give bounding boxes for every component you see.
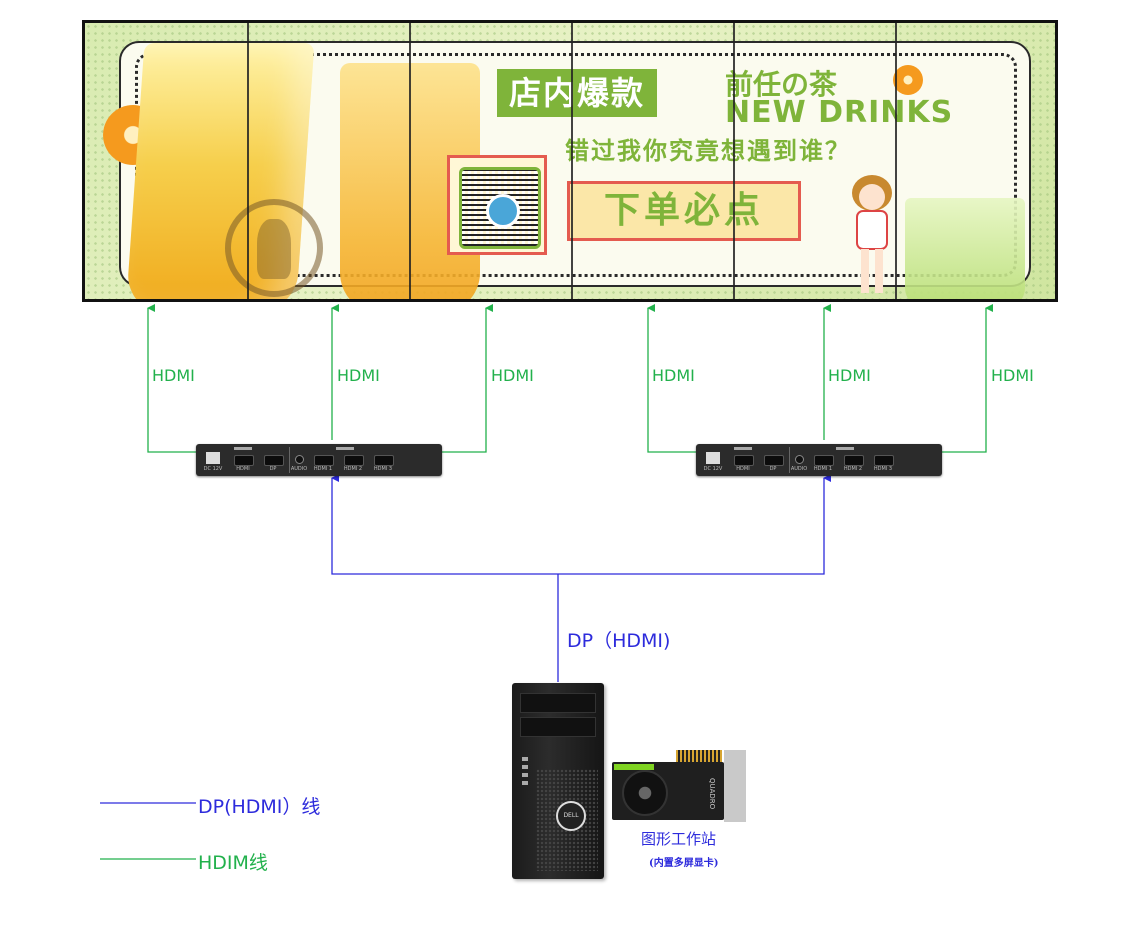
port-label: HDMI 1 [313,466,333,472]
hdmi-cable [440,304,493,453]
headline: NEW DRINKS [725,95,954,130]
drive-bay [520,717,596,737]
input-group-marker [734,447,752,450]
dp-label: DP（HDMI) [567,630,671,652]
port-label: DC 12V [203,466,223,472]
hdmi-input-port [234,455,254,466]
brand-title: 前任の茶 [725,68,838,101]
port-label: AUDIO [290,466,308,472]
port-label: DP [769,466,777,472]
panel-separator [289,447,290,473]
port-label: HDMI 3 [373,466,393,472]
hdmi-label: HDMI [991,366,1034,385]
drive-bay [520,693,596,713]
port-label: HDMI 2 [343,466,363,472]
port-label: AUDIO [790,466,808,472]
hdmi-output-port [844,455,864,466]
ice-drink-image [905,198,1025,299]
hdmi-output-port [314,455,334,466]
audio-port [295,455,304,464]
front-port-icon [522,765,528,769]
hdmi-label: HDMI [337,366,380,385]
audio-port [795,455,804,464]
panel-divider [247,23,249,299]
slogan: 错过我你究竟想遇到谁？ [565,137,851,165]
hdmi-input-port [734,455,754,466]
legend-hdmi-label: HDIM线 [198,852,268,874]
input-group-marker [234,447,252,450]
cartoon-girl-illustration [852,175,892,293]
dc-power-port [206,452,220,464]
panel-divider [733,23,735,299]
workstation-subtitle: (内置多屏显卡) [649,858,719,869]
workstation-title: 图形工作站 [641,830,717,848]
legend-dp-label: DP(HDMI）线 [198,796,321,818]
gpu-brand-label: QUADRO [708,778,716,810]
hdmi-label: HDMI [491,366,534,385]
hdmi-output-port [814,455,834,466]
video-splitter-left: DC 12V HDMI DP AUDIO HDMI 1 HDMI 2 HDMI … [196,444,442,476]
port-label: HDMI [736,466,750,472]
graphics-card-image: QUADRO [612,746,750,822]
panel-divider [571,23,573,299]
hdmi-cable [147,304,196,453]
hdmi-output-port [874,455,894,466]
front-port-icon [522,757,528,761]
dell-logo-icon: DELL [556,801,586,831]
panel-divider [895,23,897,299]
gpu-connector-pins [676,750,722,762]
hdmi-output-port [374,455,394,466]
workstation-tower-image: DELL [512,683,604,879]
cup-logo-icon [225,199,323,297]
hdmi-label: HDMI [828,366,871,385]
dp-cable [558,474,831,575]
qr-code-icon [459,167,541,249]
panel-separator [789,447,790,473]
port-label: DC 12V [703,466,723,472]
hdmi-cable [940,304,993,453]
gpu-io-bracket [724,750,746,822]
port-label: HDMI 1 [813,466,833,472]
dp-input-port [764,455,784,466]
port-label: DP [269,466,277,472]
front-port-icon [522,781,528,785]
output-group-marker [836,447,854,450]
port-label: HDMI [236,466,250,472]
dp-cable [331,474,558,575]
gpu-accent-stripe [614,764,654,770]
port-label: HDMI 3 [873,466,893,472]
hdmi-label: HDMI [152,366,195,385]
dc-power-port [706,452,720,464]
front-port-icon [522,773,528,777]
hdmi-output-port [344,455,364,466]
video-wall: 店内爆款 前任の茶 NEW DRINKS 错过我你究竟想遇到谁？ 下单必点 [82,20,1058,302]
hdmi-cable [647,304,696,453]
video-splitter-right: DC 12V HDMI DP AUDIO HDMI 1 HDMI 2 HDMI … [696,444,942,476]
dp-input-port [264,455,284,466]
panel-divider [409,23,411,299]
port-label: HDMI 2 [843,466,863,472]
hdmi-label: HDMI [652,366,695,385]
hot-item-label: 店内爆款 [497,69,658,117]
orange-slice-icon [893,65,923,95]
output-group-marker [336,447,354,450]
gpu-fan-icon [622,770,668,816]
